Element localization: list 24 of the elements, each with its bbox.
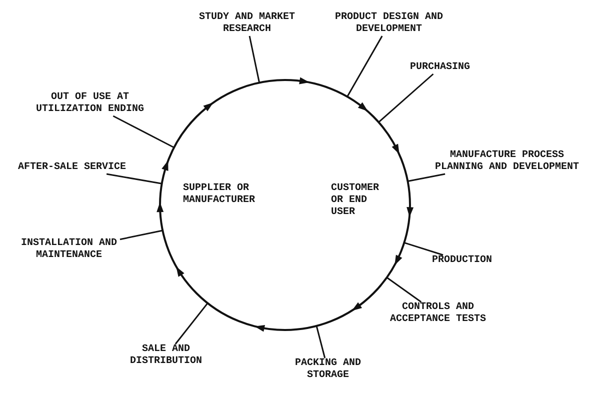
leader-line <box>346 36 383 97</box>
leader-line <box>174 302 208 344</box>
leader-line <box>248 36 260 83</box>
stage-label: INSTALLATION AND MAINTENANCE <box>18 238 120 262</box>
leader-line <box>120 230 163 240</box>
stage-label: CONTROLS AND ACCEPTANCE TESTS <box>390 302 486 326</box>
leader-line <box>386 276 422 303</box>
leader-line <box>378 73 434 123</box>
stage-label: PURCHASING <box>410 62 470 74</box>
party-label: CUSTOMER OR END USER <box>331 183 380 219</box>
stage-label: MANUFACTURE PROCESS PLANNING AND DEVELOPMENT <box>432 150 582 174</box>
leader-line <box>106 173 162 184</box>
stage-label: PRODUCTION <box>432 255 492 267</box>
leader-line <box>112 115 174 148</box>
leader-line <box>408 173 446 182</box>
stage-label: PRODUCT DESIGN AND DEVELOPMENT <box>332 12 446 36</box>
stage-label: PACKING AND STORAGE <box>292 358 364 382</box>
leader-line <box>404 242 444 256</box>
stage-label: AFTER-SALE SERVICE <box>18 162 126 174</box>
party-label: SUPPLIER OR MANUFACTURER <box>183 183 256 207</box>
stage-label: STUDY AND MARKET RESEARCH <box>196 12 298 36</box>
stage-label: SALE AND DISTRIBUTION <box>130 344 202 368</box>
stage-label: OUT OF USE AT UTILIZATION ENDING <box>36 92 144 116</box>
leader-line <box>316 326 326 358</box>
